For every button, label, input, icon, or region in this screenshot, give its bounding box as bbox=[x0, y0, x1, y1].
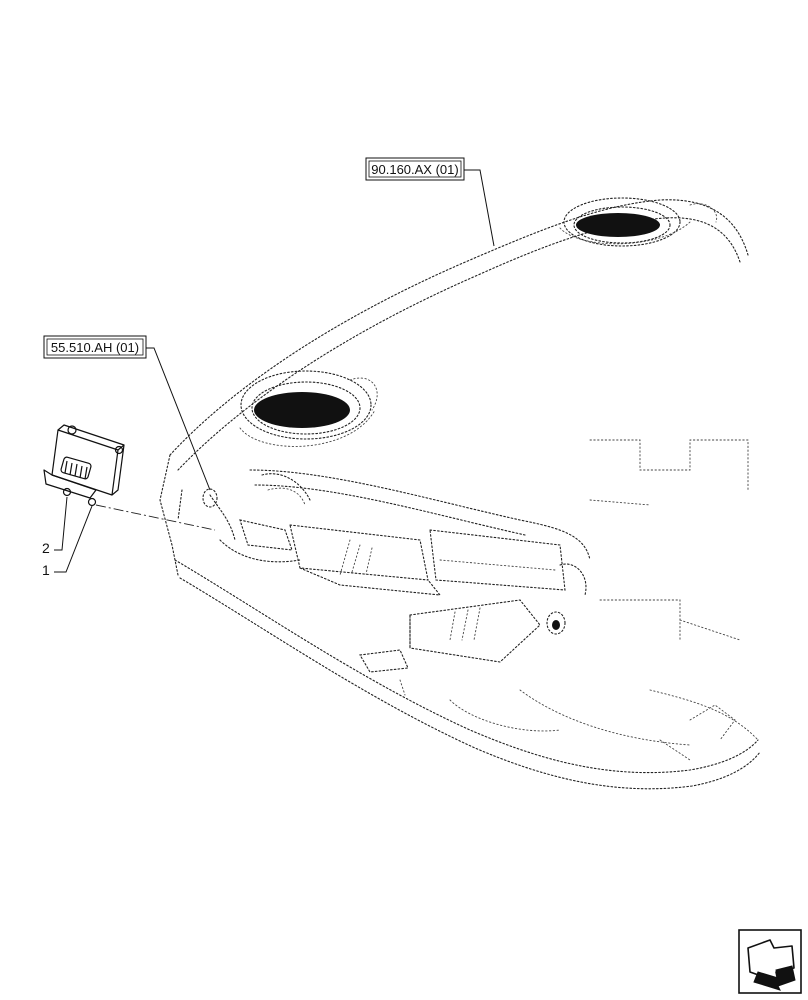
item-number-2: 2 bbox=[42, 540, 50, 556]
ref-label-left[interactable]: 55.510.AH (01) bbox=[51, 340, 139, 355]
callout-item-2: 2 bbox=[42, 496, 68, 556]
next-page-arrow-icon[interactable] bbox=[738, 929, 802, 994]
assembly-line bbox=[95, 504, 216, 531]
roof-interior-right bbox=[359, 439, 749, 761]
callout-ref-top: 90.160.AX (01) bbox=[365, 157, 495, 247]
cab-roof-outline bbox=[159, 199, 761, 790]
control-module bbox=[43, 424, 125, 507]
screw bbox=[62, 487, 72, 497]
overhead-console bbox=[202, 469, 591, 663]
ref-label-top[interactable]: 90.160.AX (01) bbox=[371, 162, 458, 177]
callout-item-1: 1 bbox=[42, 505, 93, 578]
callout-ref-left: 55.510.AH (01) bbox=[43, 335, 211, 491]
speaker-opening-left bbox=[239, 370, 378, 447]
speaker-opening-right bbox=[559, 197, 718, 247]
item-number-1: 1 bbox=[42, 562, 50, 578]
